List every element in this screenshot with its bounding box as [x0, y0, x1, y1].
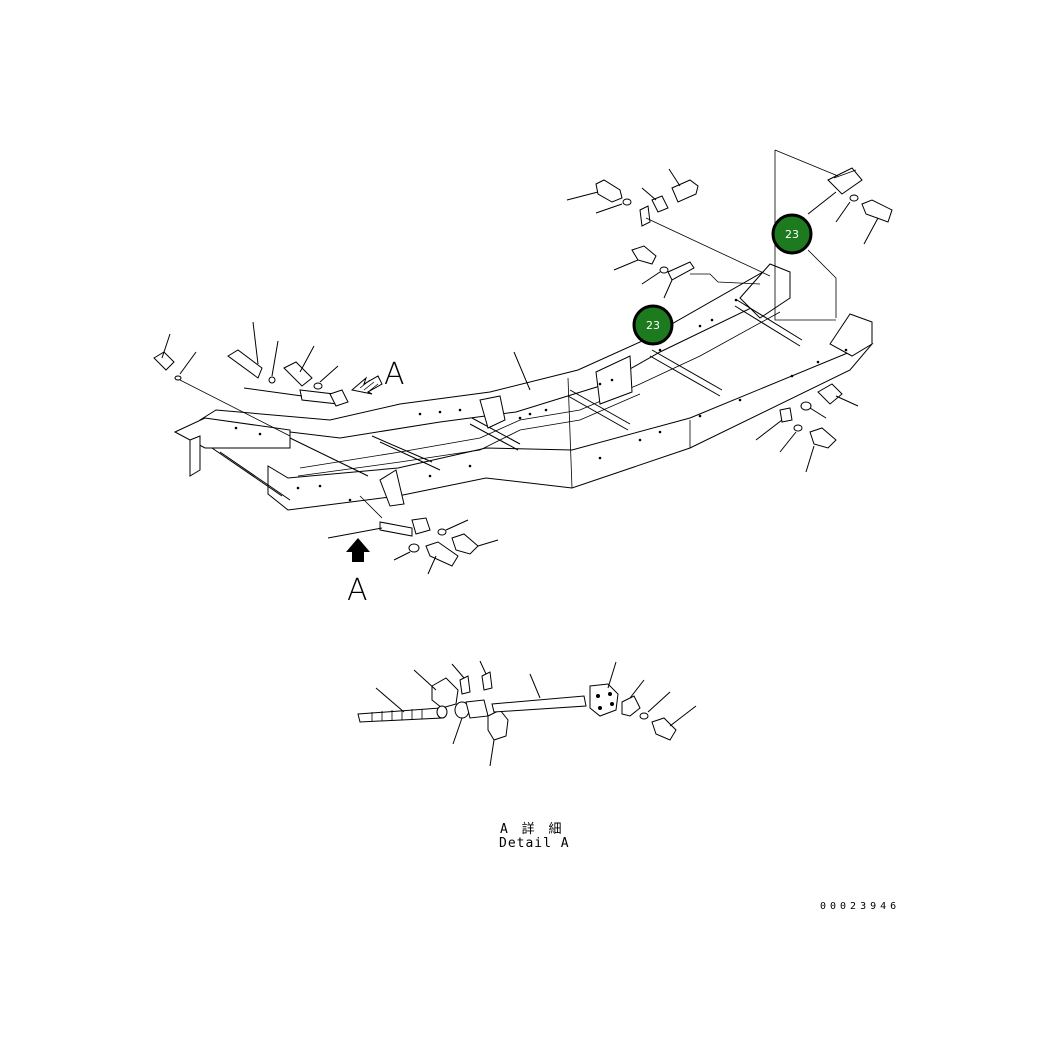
- fasteners-bottom: [327, 495, 499, 575]
- fasteners-left: [153, 321, 349, 437]
- main-frame: [173, 263, 874, 511]
- view-arrow-side: A: [350, 357, 405, 395]
- frame-leader: [513, 351, 531, 391]
- detail-a-assembly: [357, 660, 697, 767]
- detail-caption-jp: A 詳 細: [500, 822, 565, 837]
- fasteners-top-right: [566, 149, 893, 321]
- callout-label: 23: [646, 319, 660, 332]
- fasteners-right: [755, 383, 859, 473]
- callout-label: 23: [785, 228, 799, 241]
- drawing-number: 00023946: [820, 901, 901, 912]
- view-label-bottom: A: [347, 573, 368, 608]
- callout-23-upper[interactable]: 23: [771, 213, 813, 255]
- rivet-holes: [234, 298, 848, 502]
- callout-23-lower[interactable]: 23: [632, 304, 674, 346]
- detail-caption-en: Detail A: [499, 836, 570, 851]
- view-arrow-bottom: A: [346, 538, 370, 608]
- view-label-top: A: [384, 357, 405, 392]
